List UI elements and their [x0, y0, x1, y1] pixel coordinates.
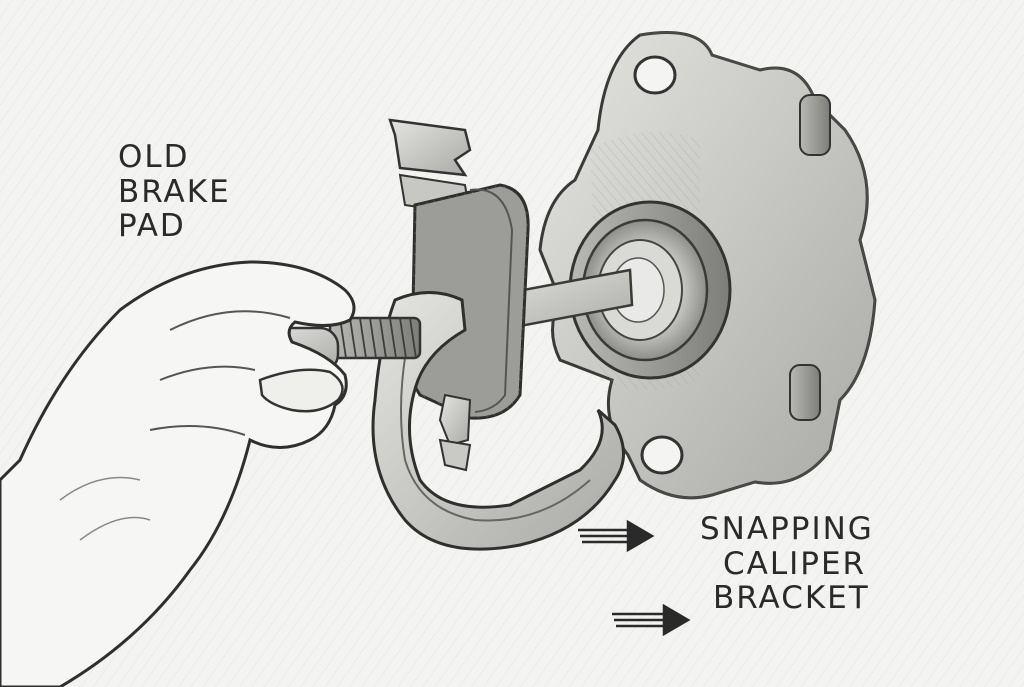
thumb	[258, 368, 344, 413]
label-old-line-1: OLD	[118, 139, 190, 175]
brake-pad	[388, 118, 530, 472]
mount-hole-top	[633, 55, 677, 95]
hand	[0, 260, 356, 687]
label-old-brake-pad: OLD BRAKE PAD	[118, 140, 231, 244]
label-snap-line-3: BRACKET	[713, 580, 870, 617]
mount-hole-bottom	[640, 435, 684, 475]
label-snapping-caliper-bracket: SNAPPING CALIPER BRACKET	[700, 512, 874, 616]
label-snap-line-2: CALIPER	[723, 545, 867, 582]
pad-clip-top	[388, 118, 472, 177]
label-old-line-3: PAD	[118, 208, 186, 245]
label-old-line-2: BRAKE	[118, 173, 231, 210]
arrow-lower	[612, 603, 691, 637]
arrow-upper	[578, 519, 655, 553]
label-snap-line-1: SNAPPING	[700, 511, 874, 547]
